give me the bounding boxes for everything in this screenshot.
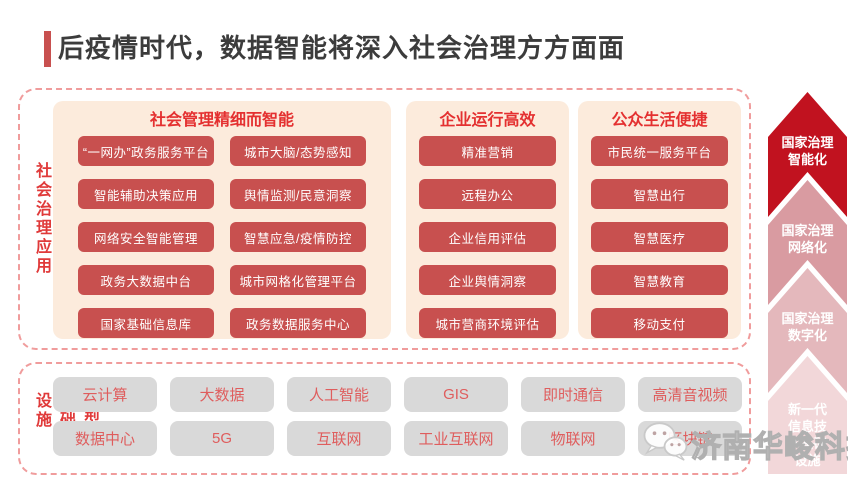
infra-button: 5G	[170, 421, 274, 456]
app-button: 网络安全智能管理	[78, 222, 214, 252]
group-enterprise: 企业运行高效 精准营销 远程办公 企业信用评估 企业舆情洞察 城市营商环境评估	[406, 101, 569, 339]
app-button: 移动支付	[591, 308, 728, 338]
arrow-label: 国家治理 网络化	[781, 223, 834, 255]
main-panel: 社会治理应用 社会管理精细而智能 “一网办”政务服务平台 智能辅助决策应用 网络…	[18, 88, 751, 350]
button-column: “一网办”政务服务平台 智能辅助决策应用 网络安全智能管理 政务大数据中台 国家…	[78, 136, 214, 338]
button-column: 市民统一服务平台 智慧出行 智慧医疗 智慧教育 移动支付	[591, 136, 728, 338]
app-button: 城市网格化管理平台	[230, 265, 366, 295]
app-button: 市民统一服务平台	[591, 136, 728, 166]
infra-button: 互联网	[287, 421, 391, 456]
app-button: 企业舆情洞察	[419, 265, 556, 295]
infra-button: 云计算	[53, 377, 157, 412]
app-button: 智慧医疗	[591, 222, 728, 252]
watermark-text: 济南华峻科技	[690, 430, 848, 464]
infra-button: 物联网	[521, 421, 625, 456]
infra-button: 大数据	[170, 377, 274, 412]
infra-button: 高清音视频	[638, 377, 742, 412]
button-column: 精准营销 远程办公 企业信用评估 企业舆情洞察 城市营商环境评估	[419, 136, 556, 338]
infra-button: 数据中心	[53, 421, 157, 456]
infra-button: 人工智能	[287, 377, 391, 412]
app-button: 智慧出行	[591, 179, 728, 209]
app-button: 精准营销	[419, 136, 556, 166]
arrow-label: 国家治理 智能化	[781, 135, 834, 167]
app-button: 企业信用评估	[419, 222, 556, 252]
group-header: 社会管理精细而智能	[149, 112, 294, 129]
app-button: “一网办”政务服务平台	[78, 136, 214, 166]
group-header: 公众生活便捷	[611, 112, 708, 129]
app-button: 国家基础信息库	[78, 308, 214, 338]
app-button: 政务大数据中台	[78, 265, 214, 295]
app-button: 舆情监测/民意洞察	[230, 179, 366, 209]
app-button: 智慧应急/疫情防控	[230, 222, 366, 252]
group-public-life: 公众生活便捷 市民统一服务平台 智慧出行 智慧医疗 智慧教育 移动支付	[578, 101, 741, 339]
app-button: 政务数据服务中心	[230, 308, 366, 338]
app-button: 智慧教育	[591, 265, 728, 295]
main-panel-side-label: 社会治理应用	[33, 162, 50, 276]
group-social-management: 社会管理精细而智能 “一网办”政务服务平台 智能辅助决策应用 网络安全智能管理 …	[53, 101, 391, 339]
title-accent-bar	[44, 31, 51, 67]
arrow-label: 国家治理 数字化	[781, 311, 834, 343]
page-title: 后疫情时代，数据智能将深入社会治理方方面面	[58, 33, 626, 63]
group-header: 企业运行高效	[439, 112, 536, 129]
arrow-label: 新一代 信息技 术基础 设施	[787, 402, 827, 468]
app-button: 城市大脑/态势感知	[230, 136, 366, 166]
infra-button: 即时通信	[521, 377, 625, 412]
app-button: 智能辅助决策应用	[78, 179, 214, 209]
infra-button: GIS	[404, 377, 508, 412]
wechat-icon	[641, 420, 689, 467]
app-button: 远程办公	[419, 179, 556, 209]
bottom-panel: 新型基础设施 云计算 大数据 人工智能 GIS 即时通信 高清音视频 数据中心 …	[18, 362, 751, 475]
watermark: 济南华峻科技	[641, 420, 848, 467]
button-column: 城市大脑/态势感知 舆情监测/民意洞察 智慧应急/疫情防控 城市网格化管理平台 …	[230, 136, 366, 338]
infrastructure-grid: 云计算 大数据 人工智能 GIS 即时通信 高清音视频 数据中心 5G 互联网 …	[53, 377, 742, 456]
app-button: 城市营商环境评估	[419, 308, 556, 338]
infra-button: 工业互联网	[404, 421, 508, 456]
